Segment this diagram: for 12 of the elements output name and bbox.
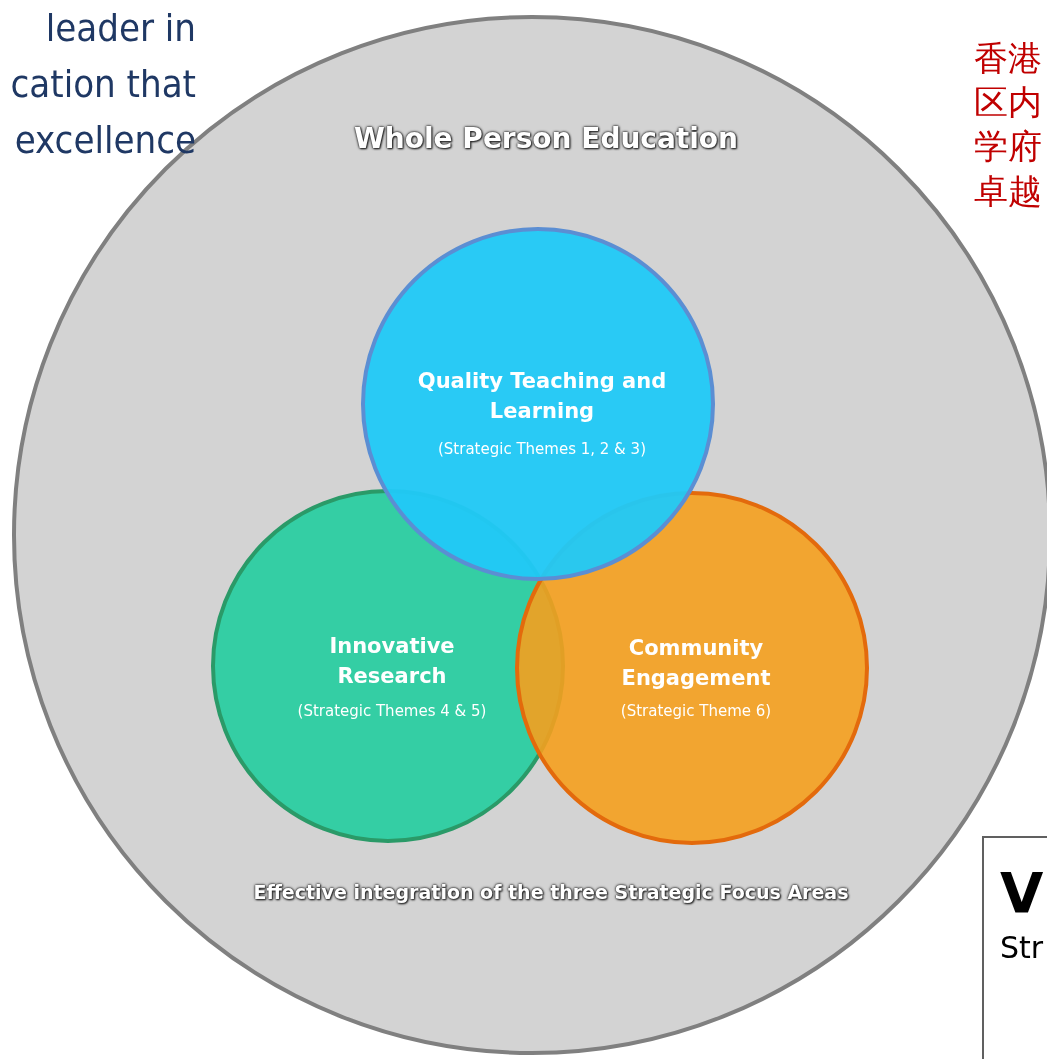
- vision-text-chinese: 香港区内学府卓越: [974, 37, 1042, 213]
- integration-note: Effective integration of the three Strategic Focus Areas: [252, 880, 851, 907]
- circle-heading: Quality Teaching and Learning: [416, 368, 668, 426]
- circle-heading: Community Engagement: [620, 635, 772, 693]
- circle-heading: Innovative Research: [328, 633, 456, 691]
- diagram-heading: Whole Person Education: [352, 121, 739, 157]
- box-letter: V: [1000, 859, 1045, 927]
- theme-note: (Strategic Themes 1, 2 & 3): [437, 439, 647, 460]
- box-text: Str: [1000, 929, 1045, 967]
- vision-text: leader in cation that excellence: [9, 5, 196, 164]
- theme-note: (Strategic Theme 6): [619, 701, 773, 722]
- theme-note: (Strategic Themes 4 & 5): [296, 701, 488, 722]
